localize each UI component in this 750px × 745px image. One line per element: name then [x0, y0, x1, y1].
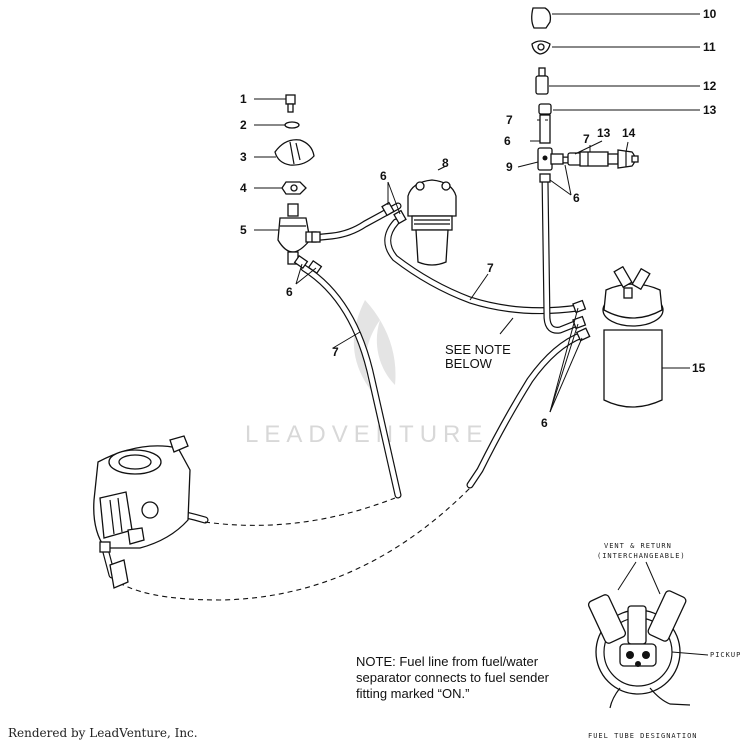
part-12-fitting — [535, 67, 700, 95]
callout-14: 14 — [622, 126, 636, 140]
part-14-valve — [607, 149, 639, 169]
leader-lines — [295, 119, 629, 413]
callout-12: 12 — [703, 79, 717, 93]
watermark: LEADVENTURE — [245, 300, 488, 448]
part-4-nut — [254, 181, 307, 195]
callout-6-left: 6 — [286, 285, 293, 299]
callout-15: 15 — [692, 361, 706, 375]
inset-interchangeable-label: (INTERCHANGEABLE) — [597, 552, 686, 560]
callout-8: 8 — [442, 156, 449, 170]
watermark-text: LEADVENTURE — [245, 421, 488, 448]
part-13-ferrule — [538, 103, 700, 115]
callout-13-right: 13 — [597, 126, 611, 140]
engine-carburetor — [93, 435, 191, 589]
fitting-clamps — [293, 173, 591, 342]
part-8-fuel-water-separator — [407, 165, 457, 266]
callout-4: 4 — [240, 181, 247, 195]
callout-2: 2 — [240, 118, 247, 132]
callout-3: 3 — [240, 150, 247, 164]
part-7-hose-short — [579, 151, 609, 167]
hose-separator-to-sender — [384, 218, 582, 315]
callout-11: 11 — [703, 40, 716, 54]
callout-labels: 1 2 3 4 5 6 6 6 6 6 7 7 7 7 8 9 10 11 12… — [240, 7, 717, 430]
callout-6-bottom: 6 — [541, 416, 548, 430]
watermark-logo-icon — [353, 300, 396, 392]
part-3-bracket — [254, 139, 315, 166]
hose-vent-vertical — [541, 174, 584, 334]
see-note-label: SEE NOTE BELOW — [445, 342, 511, 371]
hose-filter-to-engine — [300, 264, 402, 499]
inset-fuel-tube-designation: VENT & RETURN (INTERCHANGEABLE) PICKUP F… — [587, 542, 741, 740]
see-note-line-2: BELOW — [445, 356, 493, 371]
hose-upper-vertical — [539, 114, 551, 144]
note-line-3: fitting marked “ON.” — [356, 686, 469, 701]
callout-6-right: 6 — [573, 191, 580, 205]
inset-pickup-label: PICKUP — [710, 651, 741, 659]
note-line-2: separator connects to fuel sender — [356, 670, 550, 685]
callout-7-left: 7 — [332, 345, 339, 359]
note-block: NOTE: Fuel line from fuel/water separato… — [356, 654, 550, 701]
part-9-tee-fitting — [537, 147, 564, 171]
note-line-1: NOTE: Fuel line from fuel/water — [356, 654, 539, 669]
callout-7-upper: 7 — [506, 113, 513, 127]
callout-1: 1 — [240, 92, 247, 106]
part-5-fuel-filter — [254, 203, 317, 265]
callout-7-middle: 7 — [487, 261, 494, 275]
callout-6-upper: 6 — [380, 169, 387, 183]
callout-10: 10 — [703, 7, 717, 21]
callout-13-upper: 13 — [703, 103, 717, 117]
callout-7-right: 7 — [583, 132, 590, 146]
part-10-elbow-cap — [531, 7, 700, 29]
see-note-line-1: SEE NOTE — [445, 342, 511, 357]
callout-9: 9 — [506, 160, 513, 174]
part-15-fuel-tank-sender — [602, 265, 690, 408]
callout-5: 5 — [240, 223, 247, 237]
callout-6-tee: 6 — [504, 134, 511, 148]
hose-return-to-engine — [466, 331, 586, 489]
inset-vent-return-label: VENT & RETURN — [604, 542, 672, 550]
hose-filter-to-separator — [308, 202, 402, 242]
part-2-washer — [254, 121, 300, 129]
part-1-bolt — [254, 94, 296, 113]
footer-credit: Rendered by LeadVenture, Inc. — [8, 726, 198, 740]
part-11-clamp — [531, 40, 700, 55]
inset-caption: FUEL TUBE DESIGNATION — [588, 732, 698, 740]
